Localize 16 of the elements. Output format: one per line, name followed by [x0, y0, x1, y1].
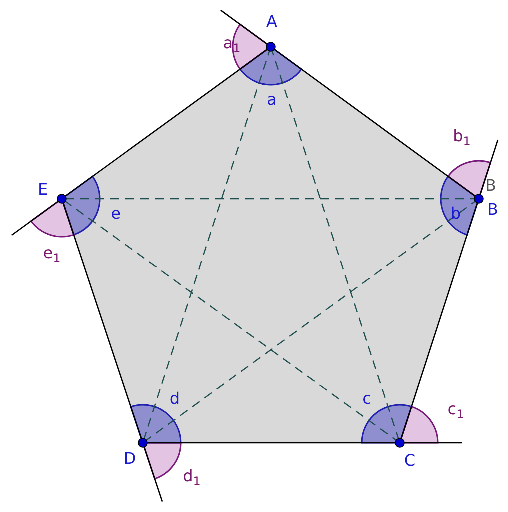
point-label: A: [266, 13, 278, 31]
angle-label: a$_{1}$: [223, 34, 241, 58]
angle-label: e: [111, 205, 121, 223]
angle-label: b: [450, 205, 462, 223]
point-label: B: [486, 177, 496, 195]
point-label: E: [38, 181, 48, 199]
angle-label: d: [170, 390, 180, 408]
angle-label: d$_{1}$: [183, 467, 201, 491]
angle-label: c$_{1}$: [448, 400, 464, 424]
angle-label: b$_{1}$: [453, 127, 471, 151]
point-label: C: [404, 452, 416, 470]
angle-label: e$_{1}$: [43, 244, 61, 268]
angle-label: a: [267, 91, 277, 109]
point-label: B: [488, 201, 498, 219]
angle-label: c: [362, 390, 372, 408]
point-label: D: [124, 450, 136, 468]
